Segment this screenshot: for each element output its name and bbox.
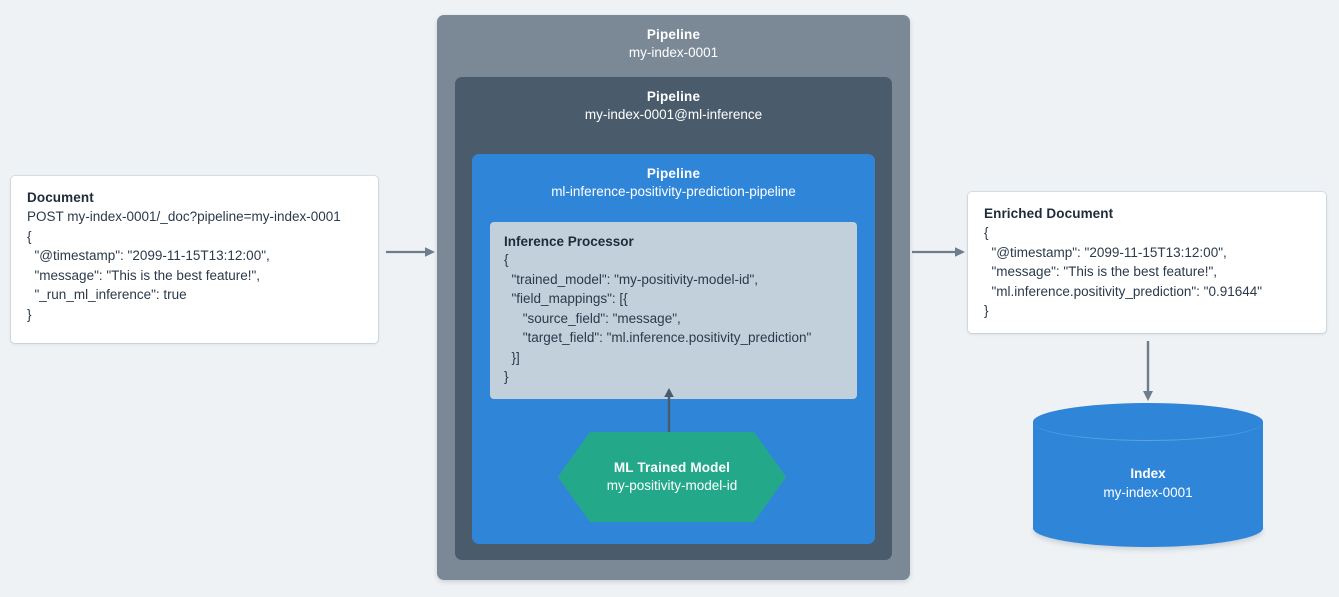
pipeline-middle: Pipeline my-index-0001@ml-inference Pipe… bbox=[455, 77, 892, 560]
enriched-document-line: } bbox=[984, 303, 989, 318]
inference-processor-card: Inference Processor { "trained_model": "… bbox=[490, 222, 857, 399]
index-name: my-index-0001 bbox=[1103, 485, 1193, 500]
ml-trained-model-name: my-positivity-model-id bbox=[606, 478, 738, 493]
pipeline-outer-kind: Pipeline bbox=[646, 27, 701, 42]
pipeline-middle-kind: Pipeline bbox=[646, 89, 701, 104]
enriched-document-line: "@timestamp": "2099-11-15T13:12:00", bbox=[984, 244, 1227, 260]
pipeline-outer-name: my-index-0001 bbox=[628, 45, 719, 60]
inference-processor-line: { bbox=[504, 252, 509, 267]
enriched-document-line: "message": "This is the best feature!", bbox=[984, 264, 1218, 279]
source-document-line: "_run_ml_inference": true bbox=[27, 287, 187, 302]
source-document-line: { bbox=[27, 228, 32, 244]
source-document-title: Document bbox=[27, 190, 94, 205]
enriched-document-card: Enriched Document { "@timestamp": "2099-… bbox=[968, 192, 1326, 333]
cylinder-top bbox=[1033, 403, 1263, 441]
pipeline-inner-name: ml-inference-positivity-prediction-pipel… bbox=[551, 184, 796, 199]
arrow-up-icon bbox=[662, 388, 676, 434]
ml-trained-model-node: ML Trained Model my-positivity-model-id bbox=[558, 432, 786, 522]
inference-processor-line: "field_mappings": [{ bbox=[504, 291, 628, 306]
enriched-document-line: "ml.inference.positivity_prediction": "0… bbox=[984, 283, 1263, 299]
source-document-line: "@timestamp": "2099-11-15T13:12:00", bbox=[27, 248, 270, 263]
inference-processor-line: "trained_model": "my-positivity-model-id… bbox=[504, 271, 759, 287]
source-document-card: Document POST my-index-0001/_doc?pipelin… bbox=[11, 176, 378, 343]
index-cylinder: Index my-index-0001 bbox=[1033, 403, 1263, 547]
pipeline-middle-name: my-index-0001@ml-inference bbox=[584, 107, 763, 122]
inference-processor-line: }] bbox=[504, 349, 520, 365]
arrow-right-icon bbox=[386, 245, 436, 259]
inference-processor-title: Inference Processor bbox=[504, 234, 634, 249]
source-document-line: } bbox=[27, 306, 32, 322]
index-label: Index my-index-0001 bbox=[1033, 465, 1263, 502]
enriched-document-line: { bbox=[984, 225, 989, 240]
source-document-line: POST my-index-0001/_doc?pipeline=my-inde… bbox=[27, 209, 341, 224]
pipeline-inner-kind: Pipeline bbox=[646, 166, 701, 181]
ml-trained-model-title: ML Trained Model bbox=[613, 460, 731, 475]
inference-processor-line: "source_field": "message", bbox=[504, 310, 681, 326]
inference-processor-line: } bbox=[504, 369, 509, 384]
pipeline-outer: Pipeline my-index-0001 Pipeline my-index… bbox=[437, 15, 910, 580]
arrow-right-icon bbox=[912, 245, 966, 259]
source-document-line: "message": "This is the best feature!", bbox=[27, 267, 261, 283]
enriched-document-title: Enriched Document bbox=[984, 206, 1114, 221]
inference-processor-line: "target_field": "ml.inference.positivity… bbox=[504, 330, 812, 345]
index-title: Index bbox=[1130, 466, 1166, 481]
arrow-down-icon bbox=[1141, 341, 1155, 401]
